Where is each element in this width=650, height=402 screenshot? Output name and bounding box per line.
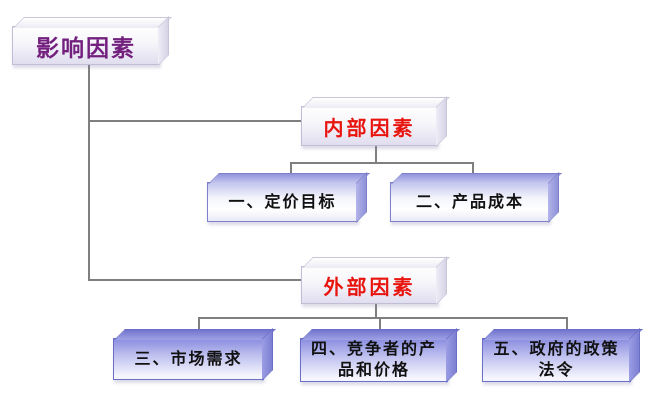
node-internal-factors: 内部因素 xyxy=(301,106,438,146)
node-product-cost-label: 二、产品成本 xyxy=(415,193,524,211)
connector-external-stem xyxy=(375,303,377,319)
connector-internal-branch xyxy=(290,162,474,164)
node-external-factors: 外部因素 xyxy=(301,266,438,304)
connector-external-branch xyxy=(198,317,568,319)
node-market-demand: 三、市场需求 xyxy=(113,338,264,380)
node-influencing-factors: 影响因素 xyxy=(12,26,160,65)
connector-root-to-external xyxy=(88,279,302,281)
connector-drop-government xyxy=(566,317,568,330)
connector-drop-market xyxy=(198,317,200,330)
node-government-policies: 五、政府的政策法令 xyxy=(482,338,631,382)
node-competitor-products-prices: 四、竞争者的产品和价格 xyxy=(300,338,448,382)
node-pricing-objectives-label: 一、定价目标 xyxy=(228,193,337,211)
connector-root-trunk xyxy=(88,65,90,281)
connector-internal-stem xyxy=(375,146,377,163)
connector-drop-cost xyxy=(472,162,474,175)
node-competitor-products-prices-label: 四、竞争者的产品和价格 xyxy=(310,341,437,379)
node-influencing-factors-label: 影响因素 xyxy=(36,34,136,61)
connector-root-to-internal xyxy=(88,120,302,122)
node-pricing-objectives: 一、定价目标 xyxy=(207,182,358,222)
connector-drop-pricing xyxy=(290,162,292,175)
connector-drop-competitor xyxy=(379,317,381,330)
node-market-demand-label: 三、市场需求 xyxy=(134,350,243,368)
node-product-cost: 二、产品成本 xyxy=(390,182,550,222)
node-external-factors-label: 外部因素 xyxy=(323,276,416,299)
node-internal-factors-label: 内部因素 xyxy=(323,117,416,140)
node-government-policies-label: 五、政府的政策法令 xyxy=(493,341,620,379)
